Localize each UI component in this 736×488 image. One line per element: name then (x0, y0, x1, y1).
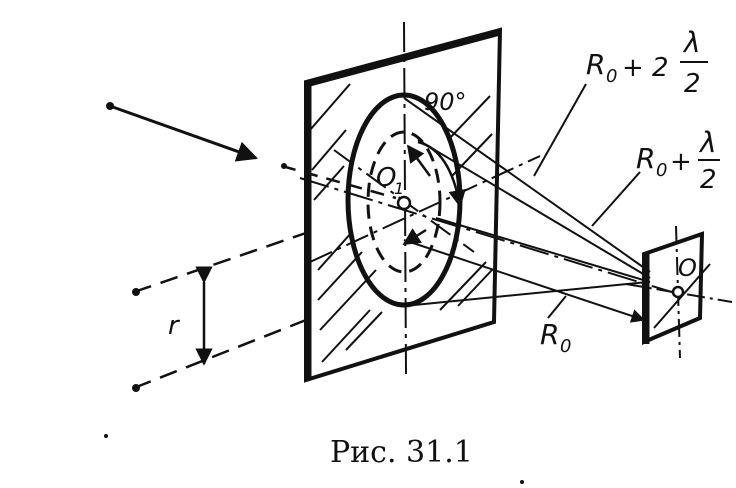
beam-upper-dot (132, 288, 140, 296)
ray-inner (435, 217, 651, 283)
speck (520, 480, 524, 484)
r0-plus-2-half-lambda-label: R 0 + 2 λ 2 (586, 26, 708, 99)
screen-top-edge (305, 28, 501, 88)
plate-horizontal-axis (625, 283, 733, 303)
svg-text:0: 0 (606, 66, 617, 87)
beam-radius-label: r (168, 311, 181, 341)
beam-lower-dot (132, 384, 140, 392)
svg-text:R: R (636, 142, 655, 175)
inner-arrow (402, 228, 427, 246)
svg-text:R: R (586, 48, 605, 81)
svg-text:1: 1 (394, 179, 404, 198)
beam-upper-dashed (133, 231, 307, 294)
screen-hatching (309, 83, 493, 363)
svg-text:0: 0 (656, 160, 667, 181)
svg-text:O: O (376, 163, 396, 193)
observation-point-marker (671, 285, 685, 299)
svg-text:0: 0 (560, 336, 571, 357)
svg-text:2: 2 (700, 165, 717, 195)
incident-ray-dashed (281, 164, 397, 200)
svg-text:+ 2: + 2 (622, 53, 669, 83)
ray-r0-plus-half-lambda (417, 139, 651, 279)
center-hole-label: O 1 (376, 163, 404, 198)
svg-text:R: R (540, 318, 559, 351)
center-hole-marker (396, 195, 412, 211)
incident-ray (109, 104, 258, 162)
ray-dot (281, 163, 287, 169)
optical-axis (299, 177, 679, 295)
svg-text:λ: λ (682, 26, 701, 59)
beam-lower-dashed (133, 318, 307, 390)
speck (104, 434, 108, 438)
ray-r0-plus-2-half-lambda (403, 97, 651, 273)
figure-caption: Рис. 31.1 (330, 435, 473, 470)
r0-plus-half-lambda-label: R 0 + λ 2 (636, 126, 720, 195)
angle-arc (417, 140, 466, 208)
screen-diagonal (309, 155, 541, 263)
observation-point-label: O (678, 254, 697, 282)
svg-text:2: 2 (684, 69, 701, 99)
svg-text:+: + (670, 147, 692, 177)
angle-label: 90° (424, 88, 467, 116)
r0-label: R 0 (540, 318, 571, 357)
ray-r0 (403, 239, 646, 323)
leader-r0-plus-2 (533, 83, 587, 177)
ray-source-dot (106, 102, 114, 110)
leader-r0-plus-1 (591, 171, 641, 227)
leader-r0 (547, 295, 567, 319)
svg-text:λ: λ (698, 126, 717, 159)
observation-plate (642, 231, 705, 346)
ray-lower (403, 281, 649, 307)
angle-arrow (406, 144, 432, 177)
